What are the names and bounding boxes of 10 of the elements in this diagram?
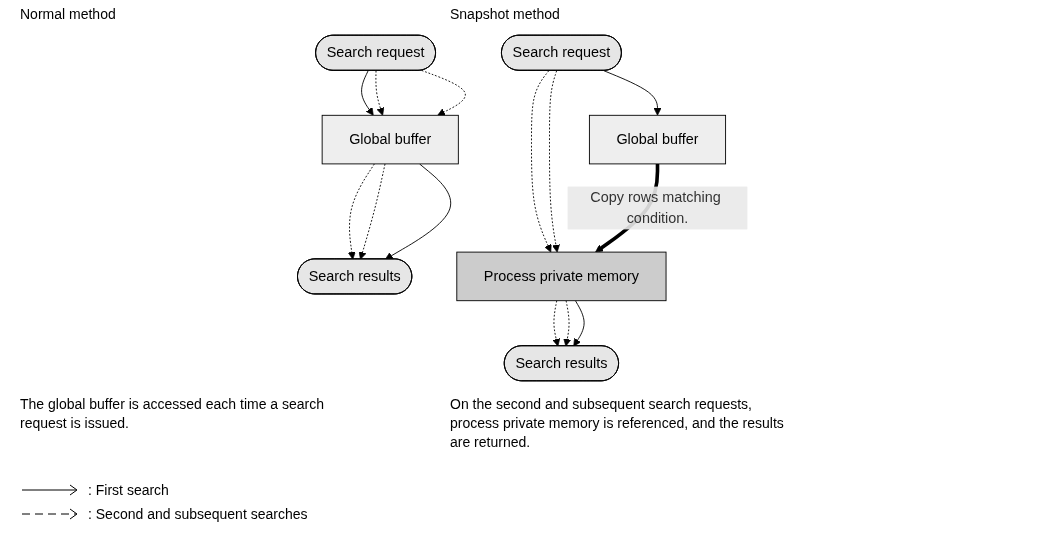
node-box: Global buffer — [588, 114, 727, 165]
edge-label: Copy rows matching condition. — [590, 189, 721, 226]
panel-title: Normal method — [20, 6, 116, 22]
node-box: Global buffer — [321, 114, 459, 165]
caption-text: On the second and subsequent search requests, process private memory is referenced, and the results are returned. — [450, 395, 785, 452]
legend-label: : First search — [88, 482, 169, 498]
legend-label: : Second and subsequent searches — [88, 506, 308, 522]
caption-text: The global buffer is accessed each time a search request is issued. — [20, 395, 326, 433]
node-box: Process private memory — [456, 251, 667, 302]
panel-title: Snapshot method — [450, 6, 560, 22]
